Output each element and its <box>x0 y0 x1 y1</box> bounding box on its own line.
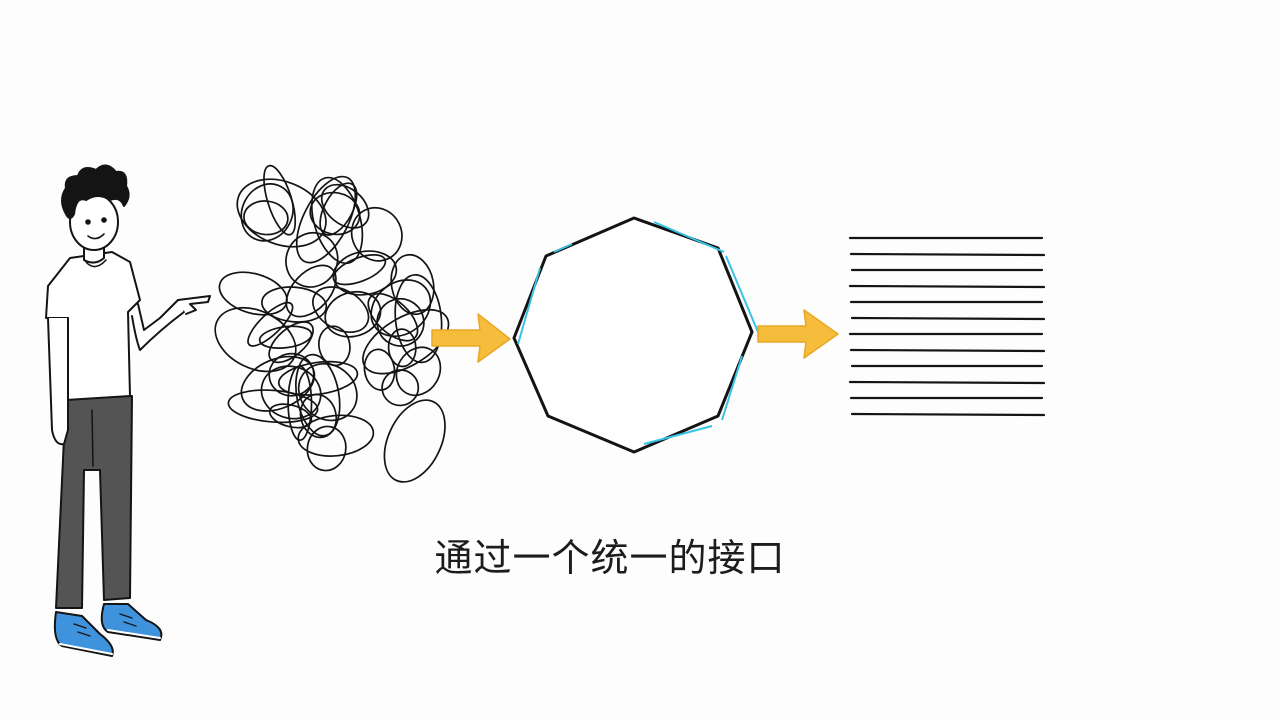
output-line <box>850 412 1046 417</box>
scribble-loop <box>295 175 357 264</box>
right-arrow-icon <box>431 313 511 363</box>
scribble-loop <box>370 279 432 338</box>
scribble-loop <box>324 290 382 338</box>
scribble-loop <box>295 353 341 437</box>
caption-text: 通过一个统一的接口 <box>434 536 786 580</box>
scribble-loop <box>306 425 347 472</box>
scribble-loop <box>297 414 375 457</box>
octagon-icon <box>512 216 759 454</box>
scribble-loop <box>214 306 297 373</box>
scribble-loop <box>332 250 398 296</box>
scribble-loop <box>350 206 403 262</box>
scribble-loop <box>383 399 446 483</box>
person-pointing-icon <box>45 164 211 657</box>
scribble-loop <box>395 346 442 397</box>
scribble-loop <box>362 308 450 375</box>
scribble-loop <box>287 365 313 441</box>
scribble-loop <box>285 231 339 288</box>
scribble-loop <box>261 286 328 323</box>
scribble-loop <box>332 254 387 286</box>
scribble-loop <box>320 183 370 229</box>
output-line <box>849 252 1046 257</box>
scribble-loop <box>218 271 288 316</box>
scribble-tangle-icon <box>214 164 450 483</box>
scribble-loop <box>390 253 435 316</box>
output-line <box>850 316 1046 321</box>
scribble-loop <box>387 328 417 368</box>
scribble-loop <box>309 191 361 236</box>
scribble-loop <box>260 365 322 420</box>
scribble-loop <box>240 183 294 242</box>
scribble-loop <box>299 393 338 439</box>
right-arrow-icon <box>757 309 839 359</box>
scribble-loop <box>236 178 327 248</box>
output-line <box>849 348 1046 353</box>
output-line <box>848 284 1046 289</box>
scribble-loop <box>381 369 420 407</box>
scribble-loop <box>227 389 319 424</box>
scribble-loop <box>263 164 297 236</box>
scribble-loop <box>319 182 358 236</box>
parallel-lines-icon <box>848 236 1046 417</box>
scribble-loop <box>394 274 443 364</box>
scribble-loop <box>258 325 313 349</box>
scribble-loop <box>312 286 370 334</box>
output-line <box>848 380 1046 385</box>
scribble-loop <box>240 355 316 412</box>
scribble-loop <box>243 200 289 236</box>
scribble-loop <box>247 301 294 347</box>
